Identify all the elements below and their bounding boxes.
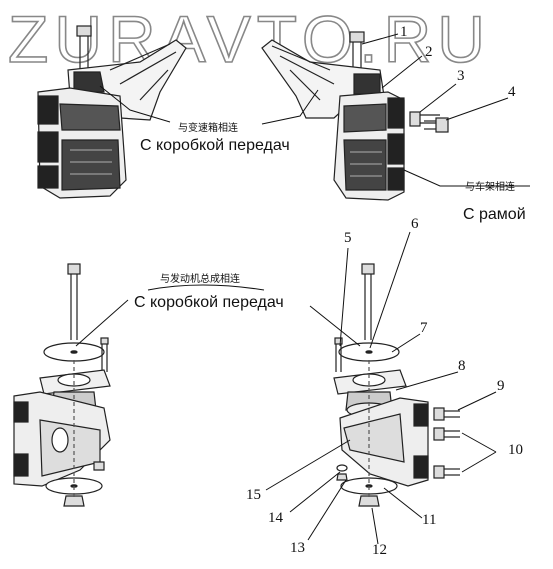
callout-5: 5 — [344, 230, 352, 246]
leader-lines — [75, 33, 530, 545]
bottom-left-mount — [13, 263, 111, 507]
bottom-right-mount — [333, 263, 460, 507]
callout-10: 10 — [508, 442, 523, 458]
top-left-mount — [37, 25, 187, 199]
caption-frame-cn: 与车架相连 — [465, 182, 515, 193]
callout-11: 11 — [422, 512, 437, 528]
caption-top-ru: С коробкой передач — [140, 137, 290, 154]
callout-13: 13 — [290, 540, 305, 556]
callout-7: 7 — [420, 320, 428, 336]
caption-bottom-ru: С коробкой передач — [134, 294, 284, 311]
callout-8: 8 — [458, 358, 466, 374]
callout-14: 14 — [268, 510, 283, 526]
callout-15: 15 — [246, 487, 261, 503]
callout-3: 3 — [457, 68, 465, 84]
callout-9: 9 — [497, 378, 505, 394]
callout-4: 4 — [508, 84, 516, 100]
callout-1: 1 — [400, 24, 408, 40]
caption-frame-ru: С рамой — [463, 206, 526, 223]
callout-12: 12 — [372, 542, 387, 558]
callout-6: 6 — [411, 216, 419, 232]
caption-top-cn: 与变速箱相连 — [178, 123, 238, 134]
caption-engine-cn: 与发动机总成相连 — [160, 274, 240, 285]
callout-2: 2 — [425, 44, 433, 60]
top-right-mount — [261, 31, 449, 201]
